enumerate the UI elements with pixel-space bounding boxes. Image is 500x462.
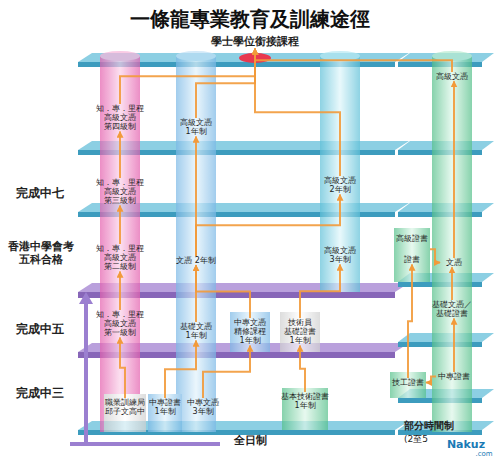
pathway-node: 知．專．里程 高級文憑 第三級制 [92, 178, 148, 206]
node-text: 中專文憑 精修課程 1年制 [228, 318, 272, 346]
pathway-node: 知．專．里程 高級文憑 第二級制 [92, 244, 148, 272]
blue-column [148, 394, 182, 432]
pathway-node: 高級文憑 [430, 72, 474, 81]
green-column [394, 228, 430, 282]
column-cap [176, 51, 216, 61]
pathway-node: 知．專．里程 高級文憑 第四級制 [92, 104, 148, 132]
pathway-arrow [255, 49, 452, 72]
pathway-arrow [300, 346, 305, 392]
pathway-arrow [120, 49, 255, 104]
pathway-arrow [426, 377, 436, 383]
node-text: 基礎文憑 1年制 [174, 322, 218, 340]
pathway-arrow [119, 206, 121, 244]
node-text: 中專文憑 3年制 [185, 398, 221, 416]
side-label: 完成中三 [4, 386, 76, 400]
pathway-arrow [196, 49, 255, 118]
node-text: 中專證書 1年制 [147, 398, 183, 416]
node-text: 基礎文憑／ 基礎證書 [426, 300, 478, 318]
diagram-title: 一條龍專業教育及訓練途徑 [0, 6, 500, 33]
side-label: .com [470, 450, 498, 458]
red-disc [239, 53, 271, 63]
node-text: 知．專．里程 高級文憑 第一級制 [92, 310, 148, 338]
pathway-arrow [408, 264, 412, 378]
pathway-arrow [120, 338, 125, 398]
shelf-group [78, 53, 494, 435]
green-column [432, 56, 472, 432]
side-label: 全日制 [220, 434, 280, 447]
pathway-node: 知．專．里程 高級文憑 第一級制 [92, 310, 148, 338]
pathway-arrow [196, 194, 340, 256]
pathway-arrow [255, 49, 340, 176]
side-label: 完成中七 [4, 186, 76, 200]
pathway-arrow [196, 265, 250, 318]
column-cap [432, 51, 472, 61]
pathway-node: 高級文憑 1年制 [174, 118, 218, 136]
node-text: 文憑 [440, 258, 468, 267]
side-label: (2至5 [396, 434, 436, 445]
pathway-node: 文憑 [440, 258, 468, 267]
pathway-node: 基礎文憑／ 基礎證書 [426, 300, 478, 318]
pathway-node: 高級文憑 3年制 [318, 246, 362, 264]
node-text: 職業訓練局 邱子文高中 [102, 398, 148, 416]
pathway-node: 職業訓練局 邱子文高中 [102, 398, 148, 416]
pathway-node: 技工證書 [390, 378, 426, 387]
node-text: 學士學位銜接課程 [195, 36, 315, 49]
side-label: Nakuz [444, 438, 488, 451]
pathway-arrow [203, 346, 250, 398]
pathway-arrow [430, 249, 440, 262]
node-text: 高級文憑 3年制 [318, 246, 362, 264]
node-text: 技術員 基礎證書 1年制 [278, 318, 322, 346]
pathway-node: 學士學位銜接課程 [195, 36, 315, 49]
column-cap [320, 51, 360, 61]
node-text: 證書 [394, 255, 430, 264]
node-text: 文憑 2年制 [176, 256, 216, 265]
purple-arrowhead [79, 292, 93, 304]
pathway-arrow [300, 264, 340, 318]
pathway-arrow [453, 81, 455, 258]
pathway-node: 技術員 基礎證書 1年制 [278, 318, 322, 346]
node-text: 技工證書 [390, 378, 426, 387]
pathway-arrow [453, 318, 455, 372]
blue-column [176, 56, 216, 432]
node-text: 知．專．里程 高級文憑 第四級制 [92, 104, 148, 132]
node-text: 高級證書 [394, 234, 430, 243]
pathway-arrow [451, 267, 453, 300]
pathway-node: 中專證書 1年制 [147, 398, 183, 416]
purple-bar [70, 442, 220, 446]
pathway-node: 中專證書 [436, 372, 472, 381]
pathway-arrow [119, 132, 121, 178]
pathway-node: 高級證書證書 [394, 234, 430, 264]
node-text: 高級文憑 1年制 [174, 118, 218, 136]
node-text: 基本技術證書 1年制 [278, 392, 332, 410]
pathway-node: 基礎文憑 1年制 [174, 322, 218, 340]
side-label: 完成中五 [4, 322, 76, 336]
pathway-node: 中專文憑 精修課程 1年制 [228, 318, 272, 346]
node-text: 高級文憑 2年制 [318, 176, 362, 194]
node-text: 知．專．里程 高級文憑 第二級制 [92, 244, 148, 272]
side-label: 部分時間制 [394, 420, 464, 432]
pathway-node: 高級文憑 2年制 [318, 176, 362, 194]
node-text: 高級文憑 [430, 72, 474, 81]
pathway-node: 文憑 2年制 [176, 256, 216, 265]
pathway-node: 基本技術證書 1年制 [278, 392, 332, 410]
pathway-arrow [119, 272, 121, 310]
pathway-arrow [195, 136, 197, 256]
green-column [390, 372, 426, 398]
node-text: 知．專．里程 高級文憑 第三級制 [92, 178, 148, 206]
side-label: 香港中學會考 五科合格 [2, 240, 80, 266]
node-text: 中專證書 [436, 372, 472, 381]
column-cap [100, 51, 140, 61]
purple-arrow [84, 302, 88, 444]
pathway-node: 中專文憑 3年制 [185, 398, 221, 416]
pathway-arrow [165, 340, 196, 398]
column-group [100, 51, 472, 432]
pathway-arrow [195, 265, 197, 322]
